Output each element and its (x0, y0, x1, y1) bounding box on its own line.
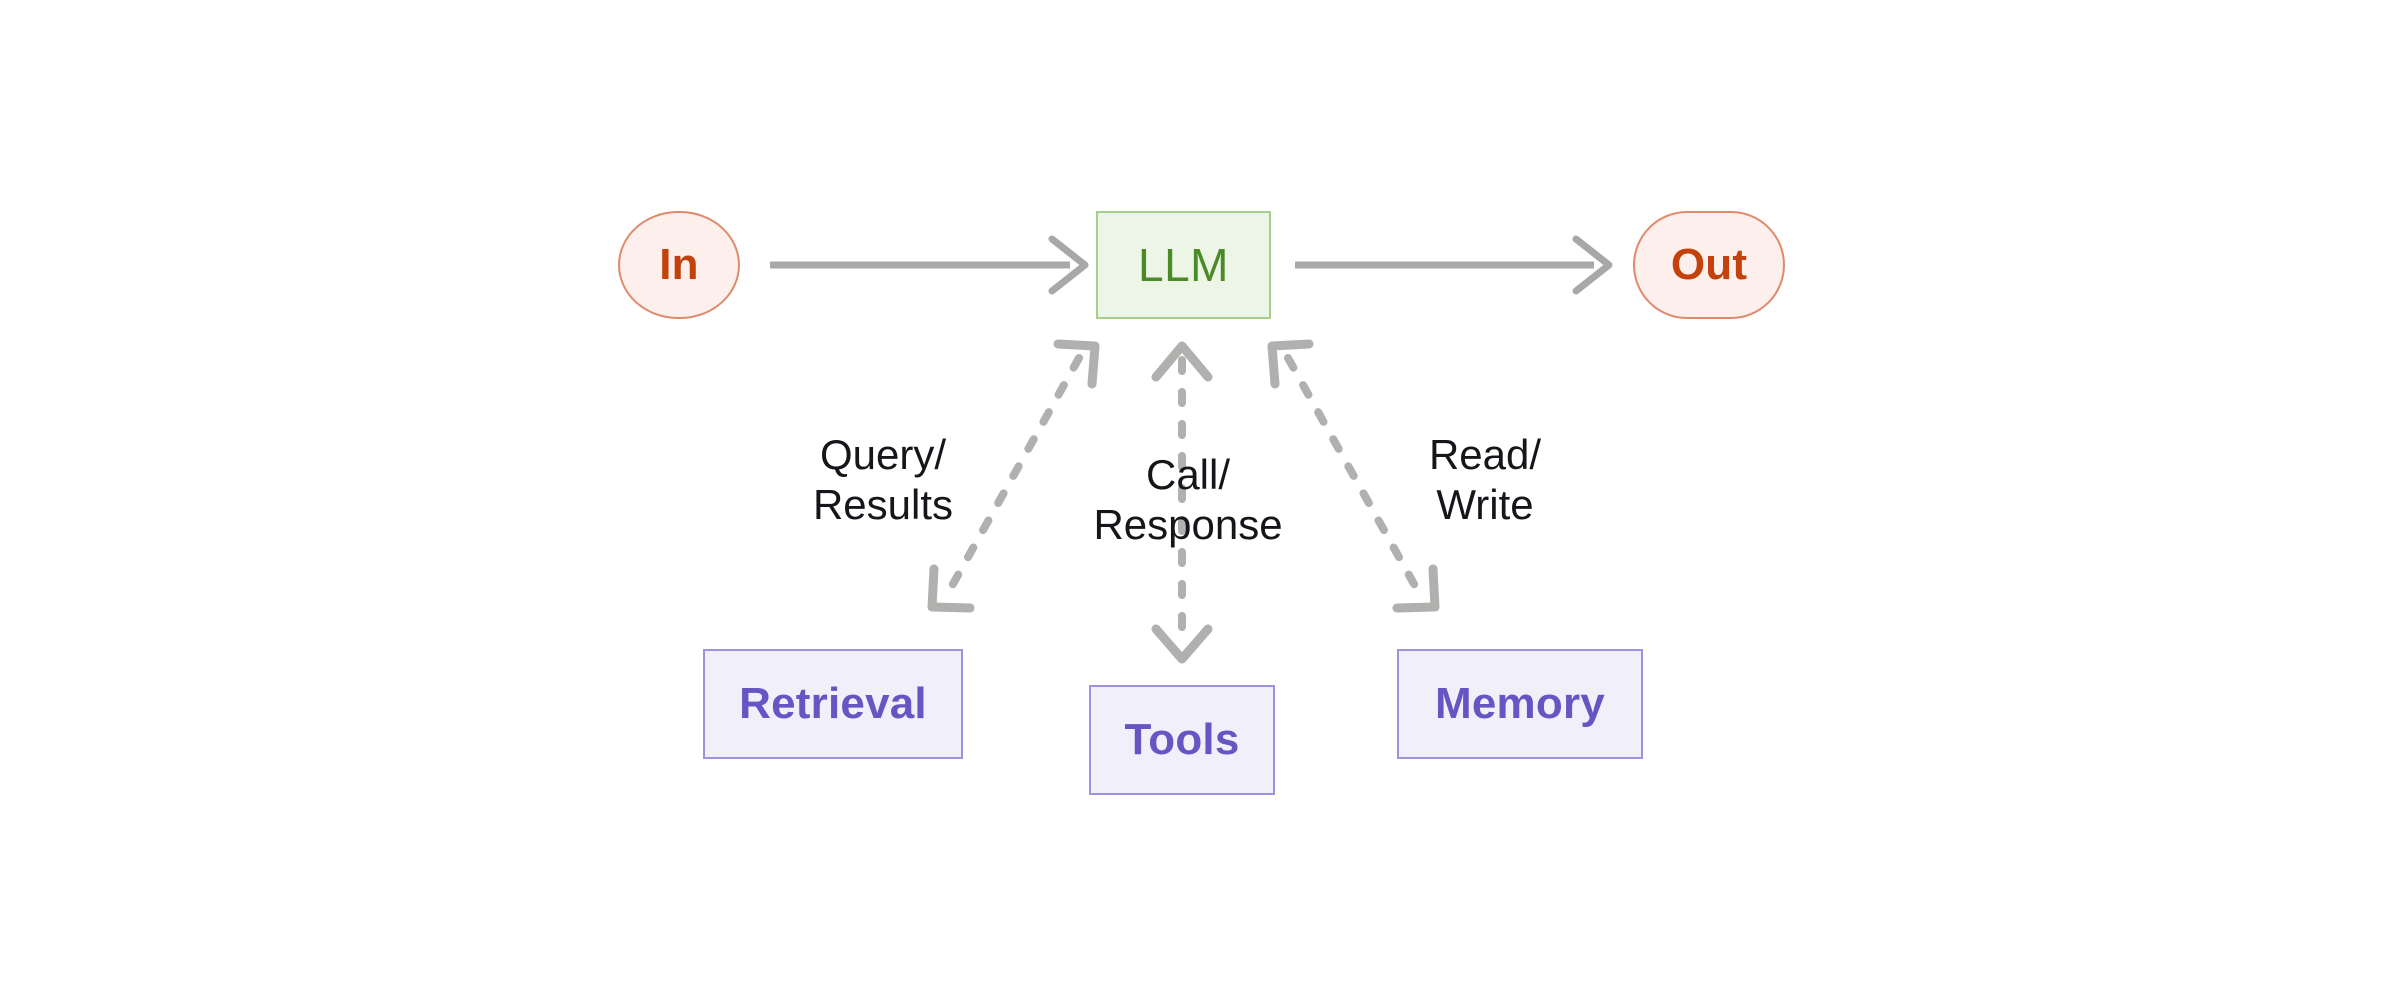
node-input[interactable]: In (618, 211, 740, 319)
node-memory[interactable]: Memory (1397, 649, 1643, 759)
node-input-label: In (659, 239, 699, 289)
edge-label-query-results: Query/ Results (812, 431, 954, 528)
node-output-label: Out (1670, 239, 1748, 289)
node-retrieval[interactable]: Retrieval (703, 649, 963, 759)
node-retrieval-label: Retrieval (739, 678, 927, 728)
node-llm-label: LLM (1138, 238, 1229, 291)
node-tools[interactable]: Tools (1089, 685, 1275, 795)
node-memory-label: Memory (1435, 678, 1605, 728)
node-tools-label: Tools (1124, 714, 1240, 764)
edge-label-read-write: Read/ Write (1428, 431, 1542, 528)
edge-label-call-response: Call/ Response (1093, 451, 1283, 548)
edge-in-to-llm (770, 235, 1089, 295)
edge-llm-to-out (1295, 235, 1613, 295)
node-llm[interactable]: LLM (1096, 211, 1271, 319)
node-output[interactable]: Out (1633, 211, 1785, 319)
